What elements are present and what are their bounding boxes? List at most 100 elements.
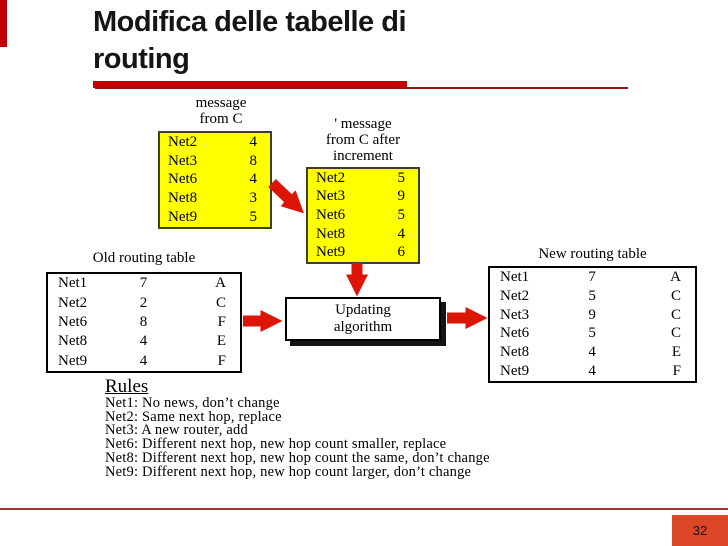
table-row: Net9 4 F — [490, 363, 695, 380]
table-row: Net3 8 — [160, 153, 270, 170]
net-cell: Net6 — [168, 171, 198, 188]
next-router-cell: F — [672, 363, 681, 380]
table-row: Net8 4 — [308, 226, 418, 243]
rule-item: Net1: No news, don’t change — [105, 395, 280, 411]
rule-item: Net8: Different next hop, new hop count … — [105, 449, 490, 466]
net-cell: Net1 — [500, 268, 530, 285]
next-router-cell: F — [217, 313, 226, 330]
next-router-cell: E — [671, 344, 681, 361]
next-router-cell: A — [215, 275, 226, 292]
net-cell: Net6 — [58, 313, 88, 330]
updating-algorithm-line-2: algorithm — [333, 319, 393, 335]
net-cell: Net2 — [58, 294, 88, 311]
net-cell: Net6 — [500, 325, 530, 342]
hops-cell: 4 — [588, 344, 596, 361]
next-router-cell: C — [670, 287, 681, 304]
rules-heading: Rules — [105, 376, 149, 397]
table-row: Net6 4 — [160, 171, 270, 188]
incremented-table-label-line-2: from C after — [325, 132, 401, 148]
table-row: Net9 6 — [308, 244, 418, 261]
table-row: Net1 7 A — [490, 269, 695, 286]
next-router-cell: C — [670, 306, 681, 323]
footer-line — [0, 508, 728, 510]
hops-cell: 3 — [249, 190, 258, 207]
next-router-cell: F — [217, 352, 226, 369]
rule-item: Net6: Different next hop, new hop count … — [105, 436, 447, 453]
net-cell: Net8 — [316, 225, 346, 242]
rule-item: Net2: Same next hop, replace — [105, 408, 282, 425]
net-cell: Net2 — [500, 287, 530, 304]
net-cell: Net9 — [58, 352, 88, 369]
incremented-table-label-line-3: increment — [333, 148, 393, 164]
rule-item: Net9: Different next hop, new hop count … — [105, 463, 472, 480]
net-cell: Net3 — [500, 306, 530, 323]
net-cell: Net8 — [500, 344, 530, 361]
next-router-cell: C — [215, 294, 226, 311]
hops-cell: 7 — [139, 275, 148, 292]
next-router-cell: E — [216, 333, 226, 350]
hops-cell: 4 — [397, 225, 406, 242]
hops-cell: 9 — [397, 188, 406, 205]
table-row: Net3 9 — [308, 188, 418, 205]
net-cell: Net2 — [168, 133, 198, 150]
new-table-label: New routing table — [538, 246, 647, 262]
page-number: 32 — [692, 523, 708, 538]
net-cell: Net9 — [168, 209, 198, 226]
net-cell: Net1 — [58, 275, 88, 292]
hops-cell: 4 — [249, 171, 258, 188]
hops-cell: 9 — [588, 306, 596, 323]
hops-cell: 2 — [139, 294, 148, 311]
message-table-label-line-1: message — [195, 95, 247, 111]
rules-list: Net1: No news, don’t change Net2: Same n… — [105, 395, 625, 480]
table-row: Net6 5 — [308, 207, 418, 224]
title-underline-thin — [95, 87, 628, 89]
next-router-cell: C — [670, 325, 681, 342]
arrow-message-to-increment — [268, 179, 304, 214]
hops-cell: 4 — [588, 363, 596, 380]
table-row: Net8 4 E — [490, 344, 695, 361]
slide-title-line-2: routing — [93, 43, 190, 75]
net-cell: Net3 — [316, 188, 346, 205]
hops-cell: 8 — [249, 152, 258, 169]
table-row: Net8 3 — [160, 190, 270, 207]
hops-cell: 8 — [139, 313, 148, 330]
table-row: Net1 7 A — [48, 275, 240, 292]
net-cell: Net3 — [168, 152, 198, 169]
hops-cell: 7 — [588, 268, 596, 285]
net-cell: Net6 — [316, 206, 346, 223]
hops-cell: 5 — [249, 209, 258, 226]
table-row: Net9 5 — [160, 209, 270, 226]
slide-title-line-1: Modifica delle tabelle di — [93, 6, 407, 38]
old-table-label: Old routing table — [92, 250, 196, 266]
net-cell: Net8 — [168, 190, 198, 207]
hops-cell: 4 — [139, 333, 148, 350]
message-table-label: message from C — [155, 95, 287, 127]
rule-item: Net3: A new router, add — [105, 422, 248, 439]
message-table-label-line-2: from C — [199, 111, 243, 127]
net-cell: Net9 — [316, 244, 346, 261]
table-row: Net2 2 C — [48, 295, 240, 312]
slide-title: Modifica delle tabelle di routing — [93, 4, 673, 78]
next-router-cell: A — [670, 268, 681, 285]
template-corner-bar — [0, 0, 7, 47]
updating-algorithm-line-1: Updating — [335, 302, 391, 318]
table-row: Net8 4 E — [48, 333, 240, 350]
hops-cell: 5 — [397, 206, 406, 223]
title-underline-thick — [93, 81, 407, 88]
net-cell: Net8 — [58, 333, 88, 350]
hops-cell: 5 — [588, 325, 596, 342]
table-row: Net6 8 F — [48, 314, 240, 331]
table-row: Net3 9 C — [490, 307, 695, 324]
table-row: Net6 5 C — [490, 325, 695, 342]
hops-cell: 6 — [397, 244, 406, 261]
net-cell: Net9 — [500, 363, 530, 380]
